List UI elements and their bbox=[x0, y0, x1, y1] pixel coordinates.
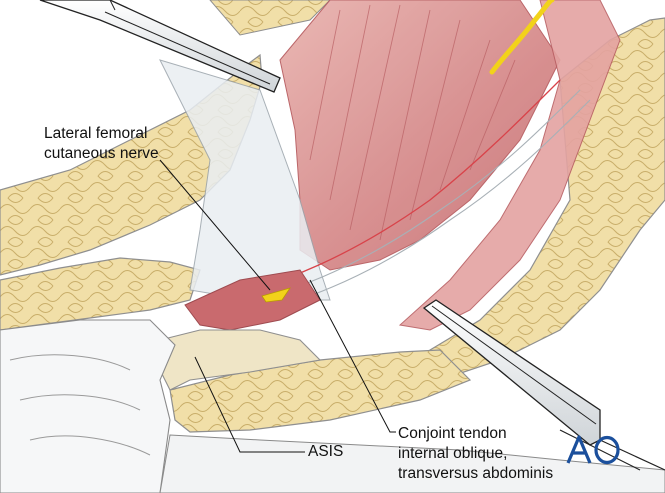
label-lateral-femoral-cutaneous-nerve: Lateral femoral cutaneous nerve bbox=[44, 125, 159, 162]
nerve-upper bbox=[489, 0, 555, 75]
logo-text: AO bbox=[566, 435, 568, 436]
skin-strip-bottom bbox=[159, 434, 665, 493]
deep-muscle-pocket bbox=[184, 269, 321, 331]
leader-line-asis bbox=[194, 356, 305, 453]
ao-logo: AO bbox=[566, 435, 620, 465]
leader-line-lfcn bbox=[159, 159, 271, 291]
fat-layer-top bbox=[209, 0, 331, 36]
asis-bone bbox=[159, 329, 322, 391]
retractor-upper-left bbox=[39, 0, 281, 93]
skin-fold-lines bbox=[9, 354, 151, 456]
lateral-femoral-cutaneous-nerve bbox=[261, 287, 291, 303]
retractor-lower-right bbox=[422, 299, 665, 471]
label-conjoint-tendon: Conjoint tendon internal oblique, transv… bbox=[398, 425, 554, 482]
label-asis: ASIS bbox=[308, 443, 344, 460]
fat-layer-right bbox=[429, 17, 665, 381]
muscle-fibers bbox=[309, 4, 516, 241]
leader-line-conjoint bbox=[309, 279, 396, 433]
skin-fold-left bbox=[0, 319, 176, 493]
leader-lines bbox=[159, 159, 396, 453]
